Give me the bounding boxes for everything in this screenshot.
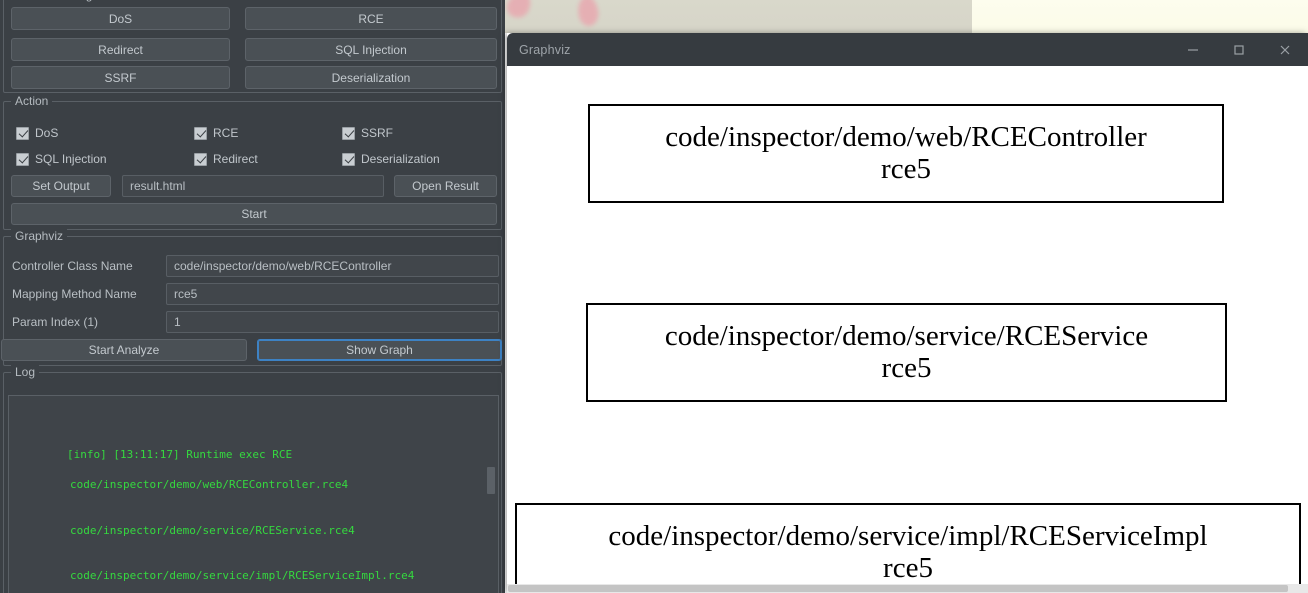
module-button-rce[interactable]: RCE bbox=[245, 7, 497, 30]
mapping-method-name-input[interactable]: rce5 bbox=[166, 283, 499, 305]
graph-node-line1: code/inspector/demo/service/impl/RCEServ… bbox=[608, 520, 1208, 553]
wallpaper-left-region bbox=[505, 0, 972, 33]
checkbox-dos[interactable]: DoS bbox=[16, 126, 58, 140]
log-console[interactable]: [info] [13:11:17] Runtime exec RCE code/… bbox=[8, 395, 499, 593]
graphviz-group: Graphviz Controller Class Name code/insp… bbox=[1, 229, 502, 366]
checkbox-label: Redirect bbox=[213, 152, 258, 166]
module-button-redirect[interactable]: Redirect bbox=[11, 38, 230, 61]
log-title: Log bbox=[11, 365, 40, 379]
log-scrollbar-thumb[interactable] bbox=[487, 467, 495, 494]
open-result-button[interactable]: Open Result bbox=[394, 175, 497, 197]
graph-node-line1: code/inspector/demo/service/RCEService bbox=[664, 320, 1149, 353]
graphviz-horizontal-scrollbar[interactable] bbox=[507, 584, 1308, 593]
close-icon[interactable] bbox=[1262, 33, 1308, 66]
log-group: Log [info] [13:11:17] Runtime exec RCE c… bbox=[3, 365, 502, 593]
graphviz-canvas[interactable]: code/inspector/demo/web/RCEController rc… bbox=[507, 66, 1308, 593]
wallpaper-right-region bbox=[972, 0, 1308, 33]
checkbox-label: Deserialization bbox=[361, 152, 440, 166]
inspector-app-panel: Module Config DoS RCE Redirect SQL Injec… bbox=[0, 0, 505, 593]
module-button-ssrf[interactable]: SSRF bbox=[11, 66, 230, 89]
window-controls bbox=[1170, 33, 1308, 66]
checkbox-deserialization[interactable]: Deserialization bbox=[342, 152, 440, 166]
graph-node-line1: code/inspector/demo/web/RCEController bbox=[665, 121, 1147, 154]
param-index-input[interactable]: 1 bbox=[166, 311, 499, 333]
show-graph-button[interactable]: Show Graph bbox=[257, 339, 502, 361]
action-title: Action bbox=[11, 94, 53, 108]
checkbox-sql-injection[interactable]: SQL Injection bbox=[16, 152, 107, 166]
start-analyze-button[interactable]: Start Analyze bbox=[1, 339, 247, 361]
module-button-deserialization[interactable]: Deserialization bbox=[245, 66, 497, 89]
checkbox-rce[interactable]: RCE bbox=[194, 126, 238, 140]
controller-class-name-label: Controller Class Name bbox=[12, 259, 133, 273]
mapping-method-name-label: Mapping Method Name bbox=[12, 287, 137, 301]
log-entry-header: [info] [13:11:17] Runtime exec RCE bbox=[66, 447, 293, 461]
module-config-title: Module Config bbox=[11, 0, 97, 2]
checkbox-label: DoS bbox=[35, 126, 59, 140]
graph-node-line2: rce5 bbox=[881, 351, 932, 384]
checkbox-ssrf[interactable]: SSRF bbox=[342, 126, 393, 140]
checkmark-icon bbox=[194, 152, 207, 166]
log-entry: [info] [13:11:17] Runtime exec RCE code/… bbox=[14, 431, 494, 593]
checkmark-icon bbox=[342, 152, 355, 166]
graphviz-titlebar[interactable]: Graphviz bbox=[507, 33, 1308, 66]
module-config-group: Module Config DoS RCE Redirect SQL Injec… bbox=[3, 0, 502, 93]
graph-node-service-impl[interactable]: code/inspector/demo/service/impl/RCEServ… bbox=[515, 503, 1301, 593]
checkmark-icon bbox=[342, 126, 355, 140]
minimize-icon[interactable] bbox=[1170, 33, 1216, 66]
graph-node-controller[interactable]: code/inspector/demo/web/RCEController rc… bbox=[588, 104, 1224, 203]
checkbox-label: RCE bbox=[213, 126, 239, 140]
param-index-label: Param Index (1) bbox=[12, 315, 99, 329]
graphviz-window-title: Graphviz bbox=[519, 42, 571, 57]
start-button[interactable]: Start bbox=[11, 203, 497, 225]
controller-class-name-input[interactable]: code/inspector/demo/web/RCEController bbox=[166, 255, 499, 277]
checkmark-icon bbox=[16, 126, 29, 140]
log-entry-line: code/inspector/demo/service/impl/RCEServ… bbox=[70, 569, 415, 583]
log-scrollbar[interactable] bbox=[487, 397, 495, 593]
checkbox-label: SSRF bbox=[361, 126, 394, 140]
graphviz-hscroll-thumb[interactable] bbox=[508, 585, 1288, 592]
graph-node-service[interactable]: code/inspector/demo/service/RCEService r… bbox=[586, 303, 1227, 402]
maximize-icon[interactable] bbox=[1216, 33, 1262, 66]
checkmark-icon bbox=[194, 126, 207, 140]
checkbox-redirect[interactable]: Redirect bbox=[194, 152, 258, 166]
set-output-button[interactable]: Set Output bbox=[11, 175, 111, 197]
module-button-sql-injection[interactable]: SQL Injection bbox=[245, 38, 497, 61]
module-button-dos[interactable]: DoS bbox=[11, 7, 230, 30]
log-entry-line: code/inspector/demo/web/RCEController.rc… bbox=[70, 478, 349, 492]
graph-node-line2: rce5 bbox=[883, 551, 933, 584]
output-path-input[interactable]: result.html bbox=[122, 175, 384, 197]
graphviz-window: Graphviz code/inspector/demo/web/RCECont… bbox=[507, 33, 1308, 593]
log-entry-line: code/inspector/demo/service/RCEService.r… bbox=[70, 523, 355, 537]
action-group: Action DoS RCE SSRF SQL Injection Redire… bbox=[3, 94, 502, 230]
graph-node-line2: rce5 bbox=[881, 152, 931, 185]
checkbox-label: SQL Injection bbox=[35, 152, 107, 166]
checkmark-icon bbox=[16, 152, 29, 166]
graphviz-title: Graphviz bbox=[11, 229, 68, 243]
